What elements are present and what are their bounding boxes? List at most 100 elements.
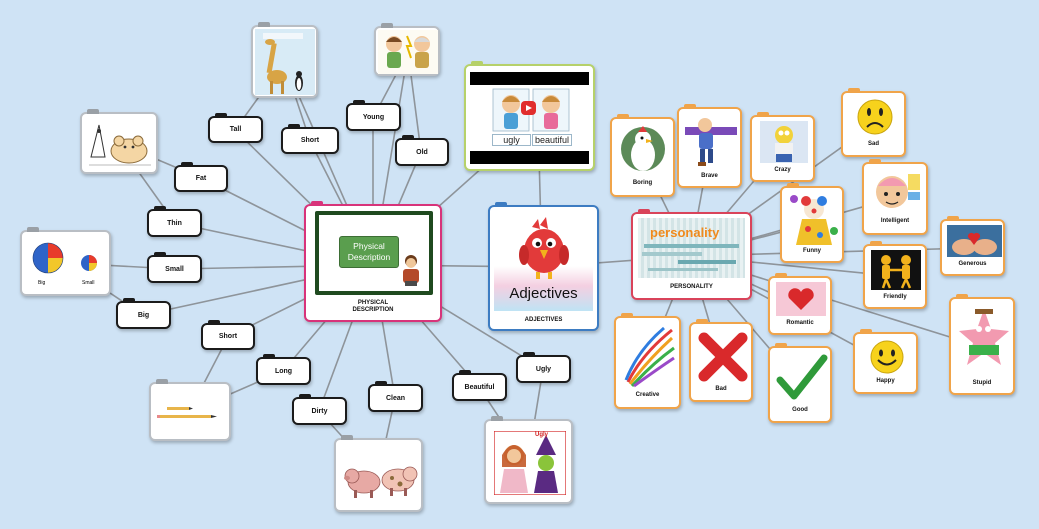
- beauty-and-witch-icon: [494, 431, 566, 495]
- word-cloud-title: personality: [650, 225, 719, 240]
- pencils-image-node[interactable]: [149, 382, 231, 441]
- pigs-image-node[interactable]: [334, 438, 423, 512]
- video-word-ugly: ugly: [492, 134, 531, 146]
- word-clean-label: Clean: [386, 395, 405, 402]
- boring-label: Boring: [614, 180, 671, 187]
- word-dirty[interactable]: Dirty: [292, 397, 347, 425]
- pigs-icon: [340, 450, 420, 506]
- young-old-image-node[interactable]: [374, 26, 440, 76]
- personality-item-brave[interactable]: Brave: [677, 107, 742, 188]
- personality-node[interactable]: personality PERSONALITY: [631, 212, 752, 300]
- young-old-people-icon: [378, 30, 438, 74]
- intelligent-label: Intelligent: [866, 218, 924, 225]
- word-tall[interactable]: Tall: [208, 116, 263, 143]
- giraffe-image-node[interactable]: [251, 25, 318, 98]
- word-clean[interactable]: Clean: [368, 384, 423, 412]
- romantic-label: Romantic: [772, 320, 828, 327]
- word-fat-label: Fat: [196, 175, 207, 182]
- play-button-icon[interactable]: [521, 101, 536, 115]
- word-tall-label: Tall: [230, 126, 242, 133]
- personality-item-stupid[interactable]: Stupid: [949, 297, 1015, 395]
- word-short-top-label: Short: [301, 137, 319, 144]
- small-image-caption: Small: [82, 280, 95, 286]
- video-node[interactable]: ugly beautiful: [464, 64, 595, 171]
- generous-label: Generous: [944, 261, 1001, 268]
- physical-description-node[interactable]: Physical Description PHYSICAL DESCRIPTIO…: [304, 204, 442, 322]
- creative-label: Creative: [618, 392, 677, 399]
- adjectives-node[interactable]: Adjectives ADJECTIVES: [488, 205, 599, 331]
- balls-icon: [30, 240, 104, 274]
- big-image-caption: Big: [38, 280, 45, 286]
- color-pencils-icon: [622, 324, 676, 388]
- word-thin[interactable]: Thin: [147, 209, 202, 237]
- child-icon: [400, 253, 422, 287]
- word-fat[interactable]: Fat: [174, 165, 228, 192]
- funny-label: Funny: [784, 248, 840, 255]
- word-ugly-label: Ugly: [536, 366, 551, 373]
- word-dirty-label: Dirty: [312, 408, 328, 415]
- word-thin-label: Thin: [167, 220, 182, 227]
- personality-item-romantic[interactable]: Romantic: [768, 276, 832, 335]
- personality-item-funny[interactable]: Funny: [780, 186, 844, 263]
- chicken-icon: [616, 123, 671, 175]
- sad-face-icon: [856, 98, 894, 136]
- crazy-cartoon-icon: [760, 121, 808, 163]
- word-big[interactable]: Big: [116, 301, 171, 329]
- word-small[interactable]: Small: [147, 255, 202, 283]
- brain-head-icon: [872, 168, 922, 216]
- heart-hands-icon: [947, 225, 1002, 257]
- personality-word-cloud: personality: [638, 218, 745, 278]
- good-label: Good: [772, 407, 828, 414]
- physical-description-label: PHYSICAL DESCRIPTION: [308, 300, 438, 314]
- word-young[interactable]: Young: [346, 103, 401, 131]
- personality-label: PERSONALITY: [635, 284, 748, 291]
- word-small-label: Small: [165, 266, 184, 273]
- personality-item-boring[interactable]: Boring: [610, 117, 675, 197]
- video-word-beautiful: beautiful: [532, 134, 572, 146]
- happy-label: Happy: [857, 378, 914, 385]
- word-long-label: Long: [275, 368, 292, 375]
- beauty-witch-image-node[interactable]: Ugly: [484, 419, 573, 504]
- ugly-image-tag: Ugly: [535, 432, 548, 438]
- word-short-top[interactable]: Short: [281, 127, 339, 154]
- clown-icon: [788, 191, 840, 247]
- word-big-label: Big: [138, 312, 149, 319]
- sad-label: Sad: [845, 141, 902, 148]
- giraffe-penguin-icon: [255, 29, 315, 95]
- personality-item-crazy[interactable]: Crazy: [750, 115, 815, 182]
- starfish-icon: [957, 305, 1011, 373]
- personality-item-intelligent[interactable]: Intelligent: [862, 162, 928, 235]
- crazy-label: Crazy: [754, 167, 811, 174]
- personality-item-creative[interactable]: Creative: [614, 316, 681, 409]
- word-beautiful[interactable]: Beautiful: [452, 373, 507, 401]
- word-young-label: Young: [363, 114, 384, 121]
- pencils-icon: [157, 404, 225, 424]
- big-small-image-node[interactable]: Big Small: [20, 230, 111, 296]
- personality-item-happy[interactable]: Happy: [853, 332, 918, 394]
- physical-description-board: Physical Description: [339, 236, 399, 268]
- personality-item-bad[interactable]: Bad: [689, 322, 753, 402]
- word-short-bottom-label: Short: [219, 333, 237, 340]
- fat-thin-animals-icon: [85, 117, 155, 171]
- green-check-icon: [776, 354, 828, 402]
- friendly-label: Friendly: [867, 294, 923, 301]
- personality-item-generous[interactable]: Generous: [940, 219, 1005, 276]
- personality-item-good[interactable]: Good: [768, 346, 832, 423]
- word-old[interactable]: Old: [395, 138, 449, 166]
- word-short-bottom[interactable]: Short: [201, 323, 255, 350]
- personality-item-sad[interactable]: Sad: [841, 91, 906, 157]
- bad-label: Bad: [693, 386, 749, 393]
- word-old-label: Old: [416, 149, 428, 156]
- superhero-icon: [685, 113, 737, 169]
- word-ugly[interactable]: Ugly: [516, 355, 571, 383]
- fat-thin-image-node[interactable]: [80, 112, 158, 174]
- heart-icon: [776, 282, 826, 316]
- brave-label: Brave: [681, 173, 738, 180]
- word-beautiful-label: Beautiful: [465, 384, 495, 391]
- stupid-label: Stupid: [953, 380, 1011, 387]
- word-long[interactable]: Long: [256, 357, 311, 385]
- red-bird-icon: [518, 217, 570, 279]
- personality-item-friendly[interactable]: Friendly: [863, 244, 927, 309]
- red-cross-icon: [696, 330, 750, 384]
- adjectives-label: ADJECTIVES: [492, 317, 595, 324]
